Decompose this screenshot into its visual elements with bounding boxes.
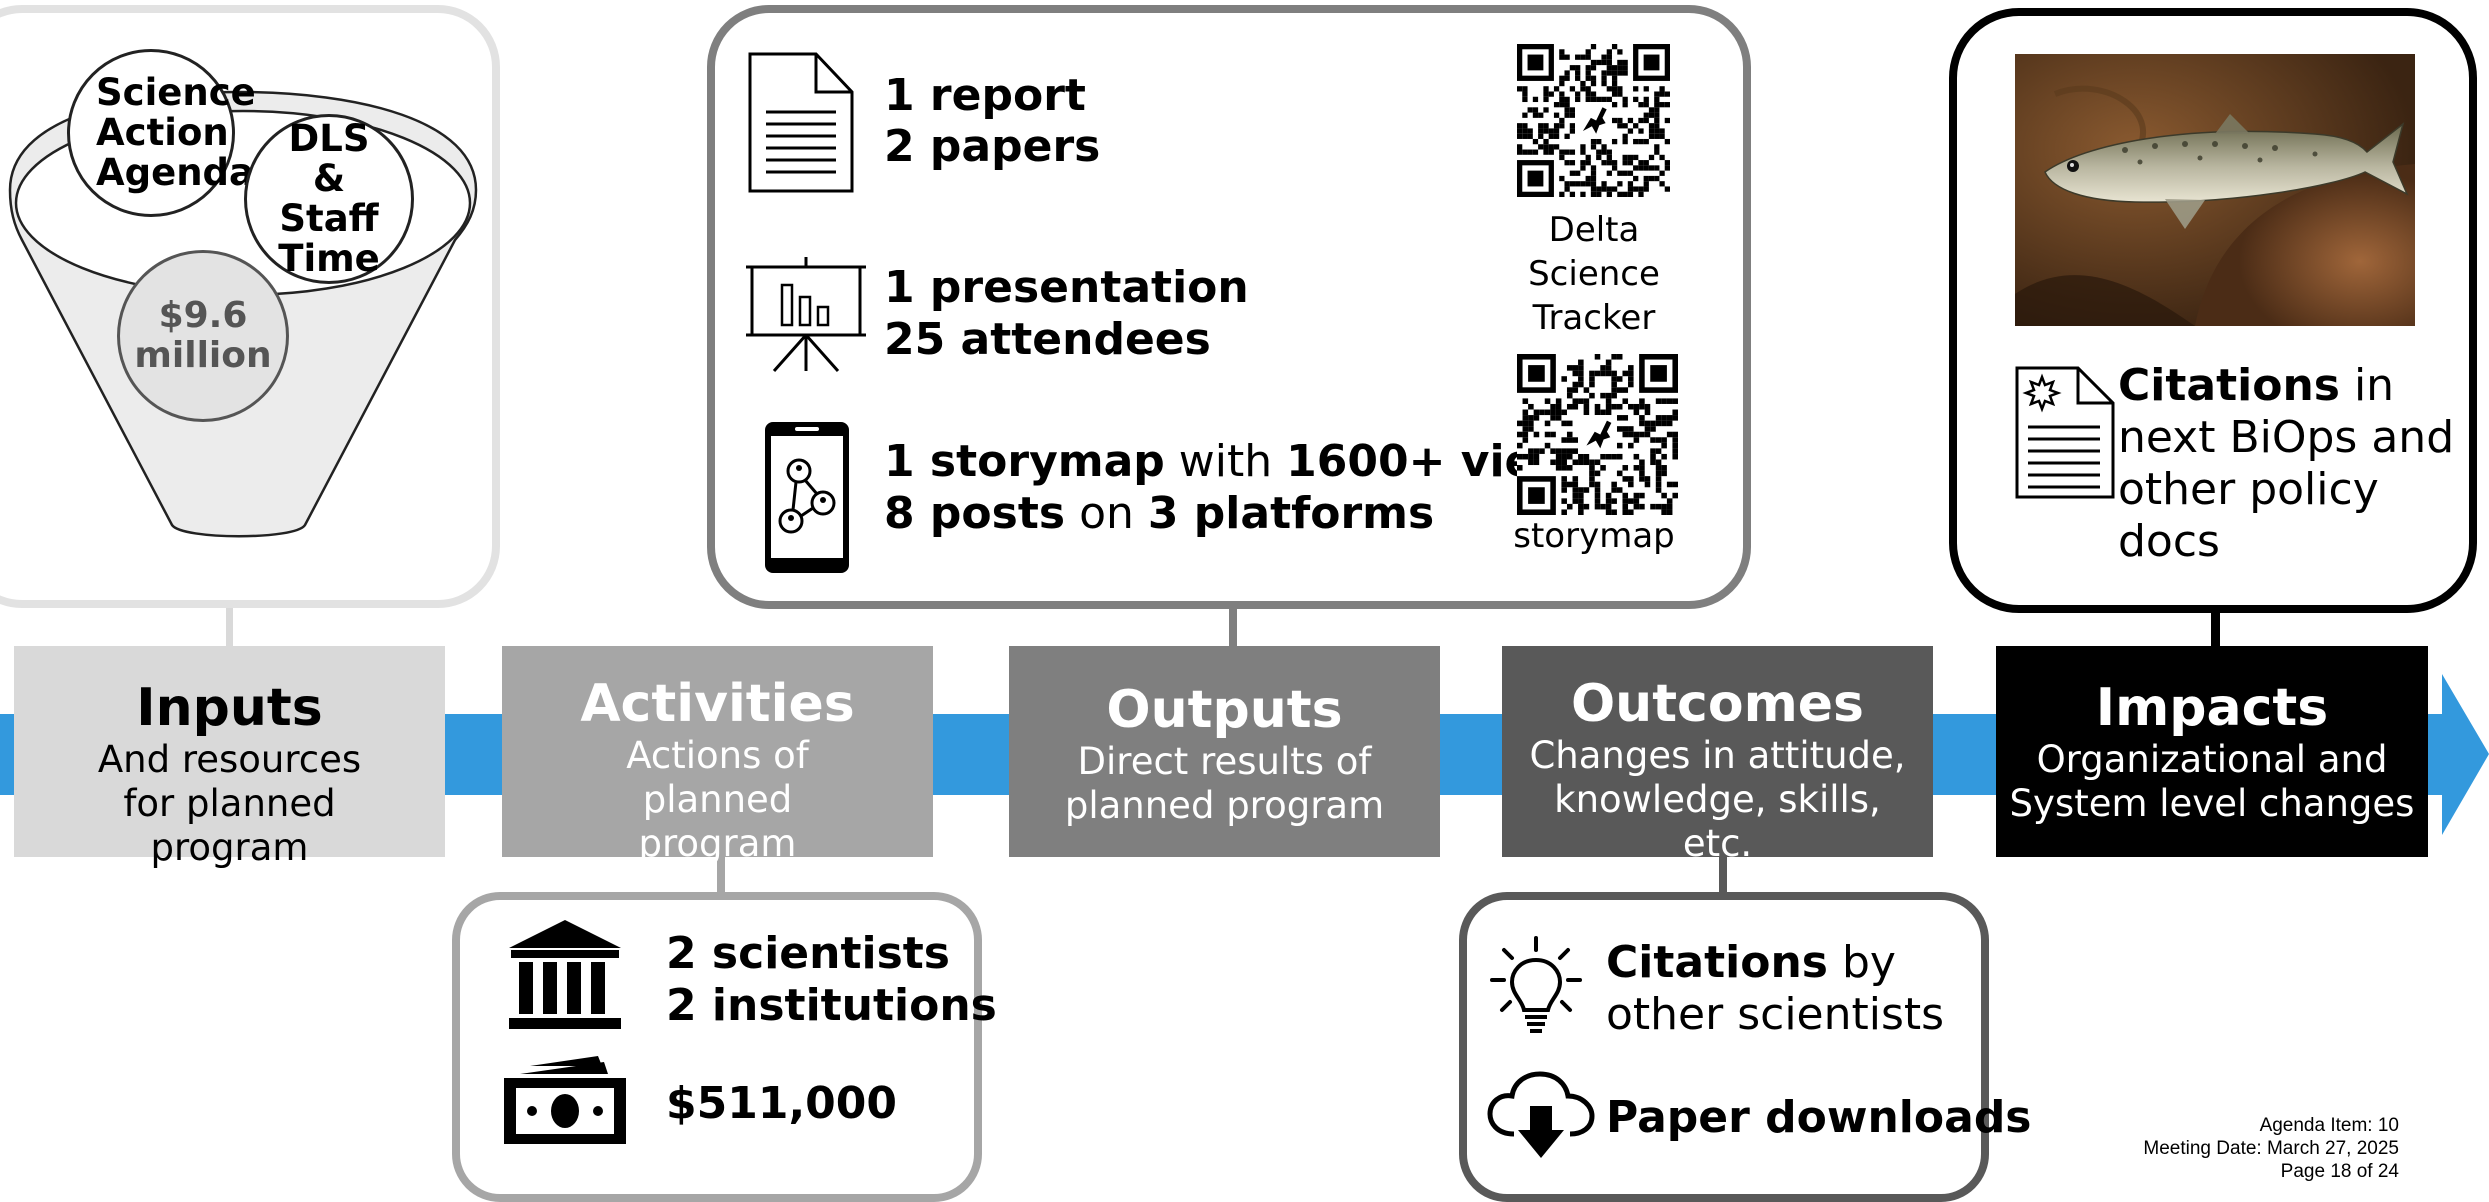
funnel-circle-staff: DLS & Staff Time xyxy=(244,114,414,284)
activities-scientists: 2 scientists xyxy=(666,928,950,979)
outcomes-connector xyxy=(1719,855,1727,895)
output-storymap-line1: 1 storymap with 1600+ views xyxy=(884,436,1601,488)
lightbulb-icon xyxy=(1490,936,1582,1033)
output-report-line2: 2 papers xyxy=(884,121,1101,172)
institution-icon xyxy=(509,920,621,1029)
output-presentation-line1: 1 presentation xyxy=(884,262,1249,313)
output-storymap-line2: 8 posts on 3 platforms xyxy=(884,488,1434,540)
outputs-connector xyxy=(1229,607,1237,649)
inputs-connector xyxy=(226,605,233,649)
stage-subtitle: Actions of planned program xyxy=(626,734,809,865)
footer-meta: Agenda Item: 10 Meeting Date: March 27, … xyxy=(2000,1114,2399,1183)
smartphone-network-icon xyxy=(765,422,849,573)
stage-subtitle: Changes in attitude, knowledge, skills, … xyxy=(1529,734,1906,865)
footer-agenda-item: Agenda Item: 10 xyxy=(2259,1115,2399,1136)
platforms-count: 3 platforms xyxy=(1147,488,1435,539)
outcomes-citations-bold: Citations xyxy=(1606,937,1828,988)
funnel-circle-funding: $9.6 million xyxy=(117,250,289,422)
funnel-circle-label: Science Action Agenda xyxy=(96,71,256,194)
storymap-connector: with xyxy=(1164,436,1287,487)
outcomes-citations-text: Citations by other scientists xyxy=(1606,937,1986,1041)
stage-title: Activities xyxy=(580,674,855,734)
funnel-circle-label: $9.6 million xyxy=(134,295,272,376)
footer-meeting-date: Meeting Date: March 27, 2025 xyxy=(2143,1138,2399,1159)
qr-label-delta-science-tracker: Delta Science Tracker xyxy=(1528,210,1660,338)
activities-institutions: 2 institutions xyxy=(666,980,997,1031)
outcomes-citations-rest: by other scientists xyxy=(1606,937,1945,1040)
funnel-circle-agenda: Science Action Agenda xyxy=(67,49,256,217)
qr-code-delta-science-tracker[interactable] xyxy=(1517,44,1670,197)
stage-activities: Activities Actions of planned program xyxy=(502,646,933,865)
presentation-icon xyxy=(746,257,866,372)
impacts-citations-text: Citations in next BiOps and other policy… xyxy=(2118,360,2468,568)
impacts-connector xyxy=(2211,613,2220,649)
stage-title: Impacts xyxy=(2095,678,2329,738)
stage-subtitle: And resources for planned program xyxy=(97,738,362,869)
qr-code-storymap[interactable] xyxy=(1517,354,1678,515)
activities-funding: $511,000 xyxy=(666,1078,898,1129)
cloud-download-icon xyxy=(1487,1071,1595,1158)
output-presentation-line2: 25 attendees xyxy=(884,314,1211,365)
stage-impacts: Impacts Organizational and System level … xyxy=(1996,646,2428,857)
stage-subtitle: Organizational and System level changes xyxy=(2009,738,2415,825)
posts-count: 8 posts xyxy=(884,488,1066,539)
output-report-line1: 1 report xyxy=(884,70,1086,121)
stage-title: Inputs xyxy=(136,678,323,738)
stage-inputs: Inputs And resources for planned program xyxy=(14,646,445,869)
storymap-count: 1 storymap xyxy=(884,436,1165,487)
stage-outcomes: Outcomes Changes in attitude, knowledge,… xyxy=(1502,646,1933,865)
stage-outputs: Outputs Direct results of planned progra… xyxy=(1009,646,1440,857)
impacts-citations-rest: in next BiOps and other policy docs xyxy=(2118,360,2469,567)
money-icon xyxy=(504,1056,626,1144)
footer-page-number: Page 18 of 24 xyxy=(2280,1161,2399,1182)
funnel-circle-label: DLS & Staff Time xyxy=(278,117,380,280)
outcomes-downloads: Paper downloads xyxy=(1606,1092,2032,1143)
stage-title: Outcomes xyxy=(1570,674,1865,734)
policy-document-icon xyxy=(2015,366,2115,499)
qr-label-storymap: storymap xyxy=(1513,516,1675,556)
document-icon xyxy=(748,52,854,193)
fish-photo xyxy=(2015,54,2415,326)
stage-subtitle: Direct results of planned program xyxy=(1064,740,1385,827)
impacts-citations-bold: Citations xyxy=(2118,360,2340,411)
stage-title: Outputs xyxy=(1106,680,1343,740)
posts-connector: on xyxy=(1065,488,1148,539)
activities-connector xyxy=(717,855,725,895)
outcomes-box xyxy=(1459,892,1989,1202)
